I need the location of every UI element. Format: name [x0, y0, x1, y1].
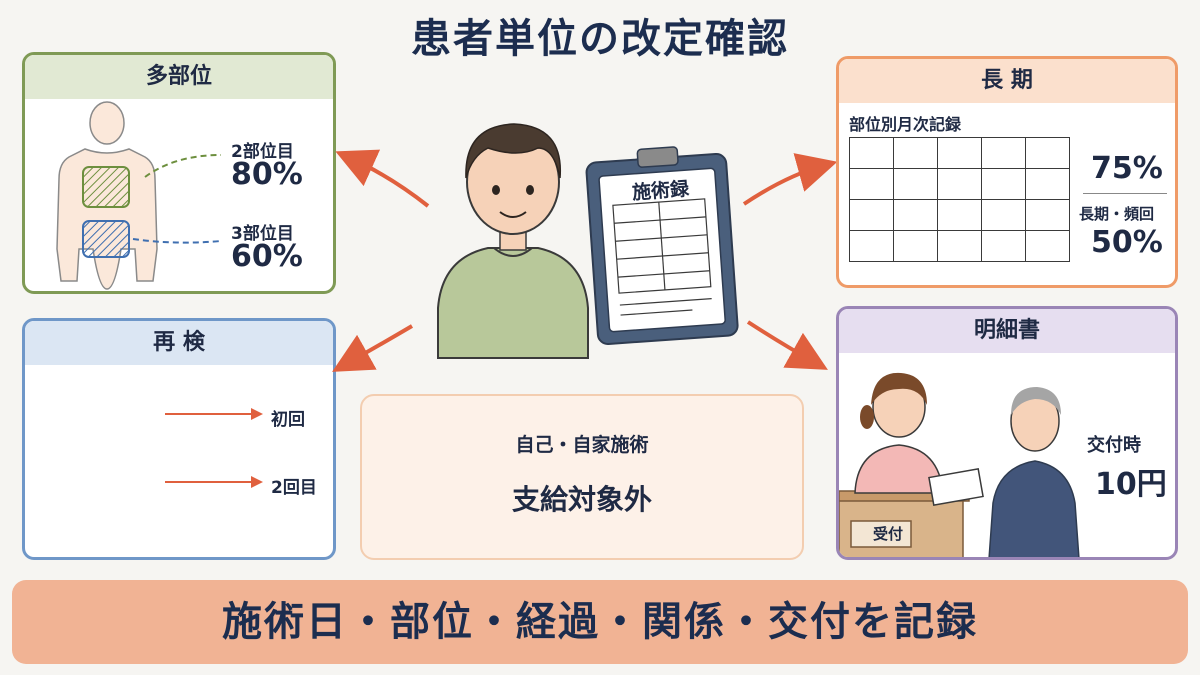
long-term-panel: 長 期 部位別月次記録 75% 長期・頻回 50% [836, 56, 1178, 288]
self-treatment-note: 自己・自家施術 支給対象外 [360, 394, 804, 560]
frequent-rate: 50% [1091, 225, 1163, 260]
arrow-to-statement [746, 320, 828, 370]
first-visit-arrow [165, 408, 263, 420]
third-site-label: 3部位目 [231, 224, 294, 244]
clipboard-illustration [585, 146, 739, 345]
issue-fee: 10円 [1095, 467, 1167, 502]
divider [1083, 193, 1167, 194]
monthly-record-grid [849, 137, 1070, 262]
reception-illustration [839, 372, 1080, 557]
back-body-illustration [56, 101, 222, 290]
second-site-label: 2部位目 [231, 142, 294, 162]
monthly-record-label: 部位別月次記録 [849, 115, 962, 134]
long-term-rate: 75% [1091, 151, 1163, 186]
arrow-to-multi-site [335, 149, 430, 208]
recheck-heading: 再 検 [25, 321, 333, 365]
multi-site-heading: 多部位 [25, 55, 333, 99]
second-visit-label: 2回目 [271, 478, 317, 498]
long-term-heading: 長 期 [839, 59, 1175, 103]
second-site-rate: 80% [231, 157, 303, 192]
page-title: 患者単位の改定確認 [411, 16, 789, 62]
not-covered-label: 支給対象外 [511, 483, 652, 516]
first-visit-label: 初回 [271, 410, 305, 430]
reception-desk-label: 受付 [873, 525, 904, 543]
third-site-rate: 60% [231, 239, 303, 274]
multi-site-panel: 多部位 2部位目 80% 3部位目 60% [22, 52, 336, 294]
second-visit-arrow [165, 476, 263, 488]
frequent-label: 長期・頻回 [1079, 205, 1155, 223]
recheck-panel: 再 検 初回 2回目 [22, 318, 336, 560]
record-requirements-banner: 施術日・部位・経過・関係・交付を記録 [12, 580, 1188, 664]
arrow-to-long-term [742, 153, 838, 206]
statement-heading: 明細書 [839, 309, 1175, 353]
arrow-to-recheck [332, 324, 414, 372]
patient-illustration [437, 123, 589, 359]
statement-panel: 明細書 受付 交付時 10円 [836, 306, 1178, 560]
issue-time-label: 交付時 [1087, 435, 1141, 456]
self-treatment-label: 自己・自家施術 [515, 434, 649, 456]
